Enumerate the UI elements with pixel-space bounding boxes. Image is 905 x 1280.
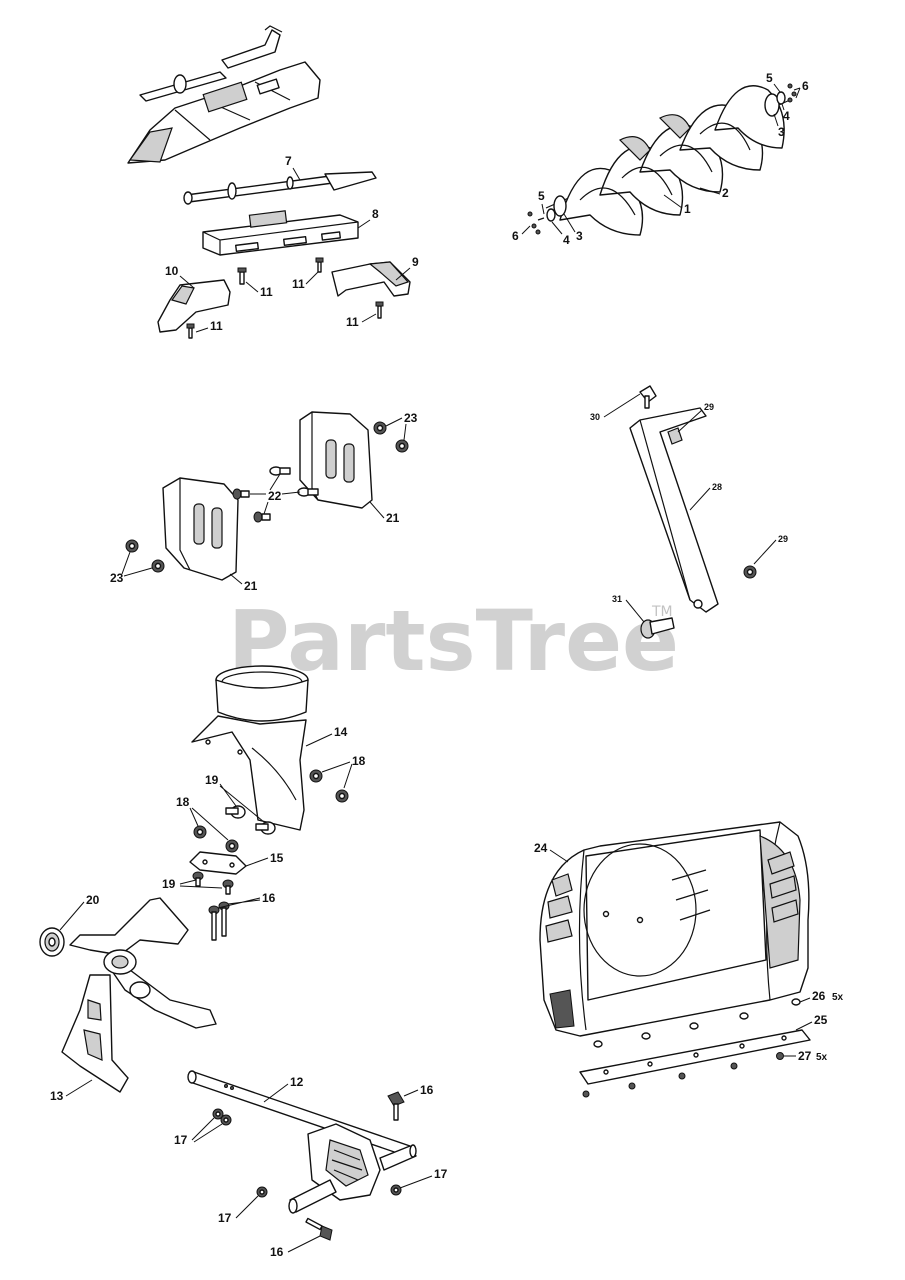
callout-31: 31 (612, 594, 622, 604)
auger-bearings-right (764, 83, 797, 117)
bolt-part-30 (639, 385, 657, 409)
callout-21-front: 21 (244, 579, 258, 593)
callout-21-back: 21 (386, 511, 400, 525)
nuts-part-18-lower (193, 825, 239, 853)
callout-11-a: 11 (260, 285, 273, 299)
callout-4-left: 4 (563, 233, 570, 247)
bracket-part-15 (189, 851, 247, 875)
auger-part-1 (545, 85, 791, 236)
callout-22: 22 (268, 489, 282, 503)
callout-17-left: 17 (174, 1133, 188, 1147)
nuts-part-18-upper (309, 769, 349, 803)
quantity-27: 5x (816, 1052, 828, 1063)
quantity-26: 5x (832, 992, 844, 1003)
callout-2: 2 (722, 186, 729, 200)
callout-23-top: 23 (404, 411, 418, 425)
gearbox-assembly (288, 1123, 417, 1214)
callout-3-left: 3 (576, 229, 583, 243)
callout-11-b: 11 (292, 277, 305, 291)
callout-19-lower: 19 (162, 877, 176, 891)
nuts-part-27 (582, 1052, 784, 1098)
callout-4-right: 4 (783, 109, 790, 123)
callout-24: 24 (534, 841, 548, 855)
callout-25: 25 (814, 1013, 828, 1027)
side-cover-left-part-10 (157, 279, 231, 333)
callout-16-upper: 16 (262, 891, 276, 905)
nuts-part-17 (212, 1108, 402, 1198)
callout-30: 30 (590, 412, 600, 422)
callout-10: 10 (165, 264, 179, 278)
callout-18-upper: 18 (352, 754, 366, 768)
screws-part-11 (186, 257, 384, 339)
auger-housing-part-24 (539, 821, 810, 1037)
auger-bearings-left (527, 195, 567, 235)
callout-17-bottom: 17 (218, 1211, 232, 1225)
callout-6-left: 6 (512, 229, 519, 243)
callout-28: 28 (712, 482, 722, 492)
callout-6-right: 6 (802, 79, 809, 93)
callout-13: 13 (50, 1089, 64, 1103)
callout-14: 14 (334, 725, 348, 739)
callout-5-left: 5 (538, 189, 545, 203)
callout-15: 15 (270, 851, 284, 865)
callout-29-bottom: 29 (778, 534, 788, 544)
nuts-part-23 (125, 421, 409, 573)
callout-23-bottom: 23 (110, 571, 124, 585)
callout-7: 7 (285, 154, 292, 168)
callout-11-d: 11 (210, 319, 223, 333)
assembled-cover-group (127, 25, 321, 164)
callout-12: 12 (290, 1075, 304, 1089)
chute-adapter-part-14 (191, 665, 309, 831)
callout-11-c: 11 (346, 315, 359, 329)
callout-9: 9 (412, 255, 419, 269)
bolts-part-19-lower (192, 871, 234, 895)
bolts-part-19-upper (225, 805, 276, 835)
pin-part-31 (640, 617, 675, 639)
callout-16-bottom: 16 (270, 1245, 284, 1259)
shave-plate-part-25 (579, 1029, 811, 1085)
chute-rod-part-7 (183, 171, 377, 205)
callout-17-right: 17 (434, 1167, 448, 1181)
callout-3-right: 3 (778, 125, 785, 139)
side-cover-right-part-9 (331, 261, 411, 297)
callout-27: 27 (798, 1049, 812, 1063)
carriage-bolts-part-26 (593, 998, 801, 1048)
callout-8: 8 (372, 207, 379, 221)
callout-5-right: 5 (766, 71, 773, 85)
callout-29-top: 29 (704, 402, 714, 412)
callout-16-right: 16 (420, 1083, 434, 1097)
impeller-part-13 (61, 897, 217, 1093)
housing-cover-part-8 (202, 210, 359, 256)
callout-19-upper: 19 (205, 773, 219, 787)
callout-20: 20 (86, 893, 100, 907)
link-rod-part-28 (629, 407, 719, 613)
callout-1: 1 (684, 202, 691, 216)
bearing-part-20 (39, 927, 65, 957)
carriage-bolts-part-22 (232, 466, 319, 523)
callout-18-lower: 18 (176, 795, 190, 809)
callout-26: 26 (812, 989, 826, 1003)
skid-shoe-front-part-21 (162, 477, 239, 581)
skid-shoe-back-part-21 (299, 411, 373, 509)
bolts-part-16-lower (305, 1091, 405, 1241)
watermark-trademark: TM (651, 604, 673, 620)
bolts-part-16-upper (208, 901, 230, 941)
